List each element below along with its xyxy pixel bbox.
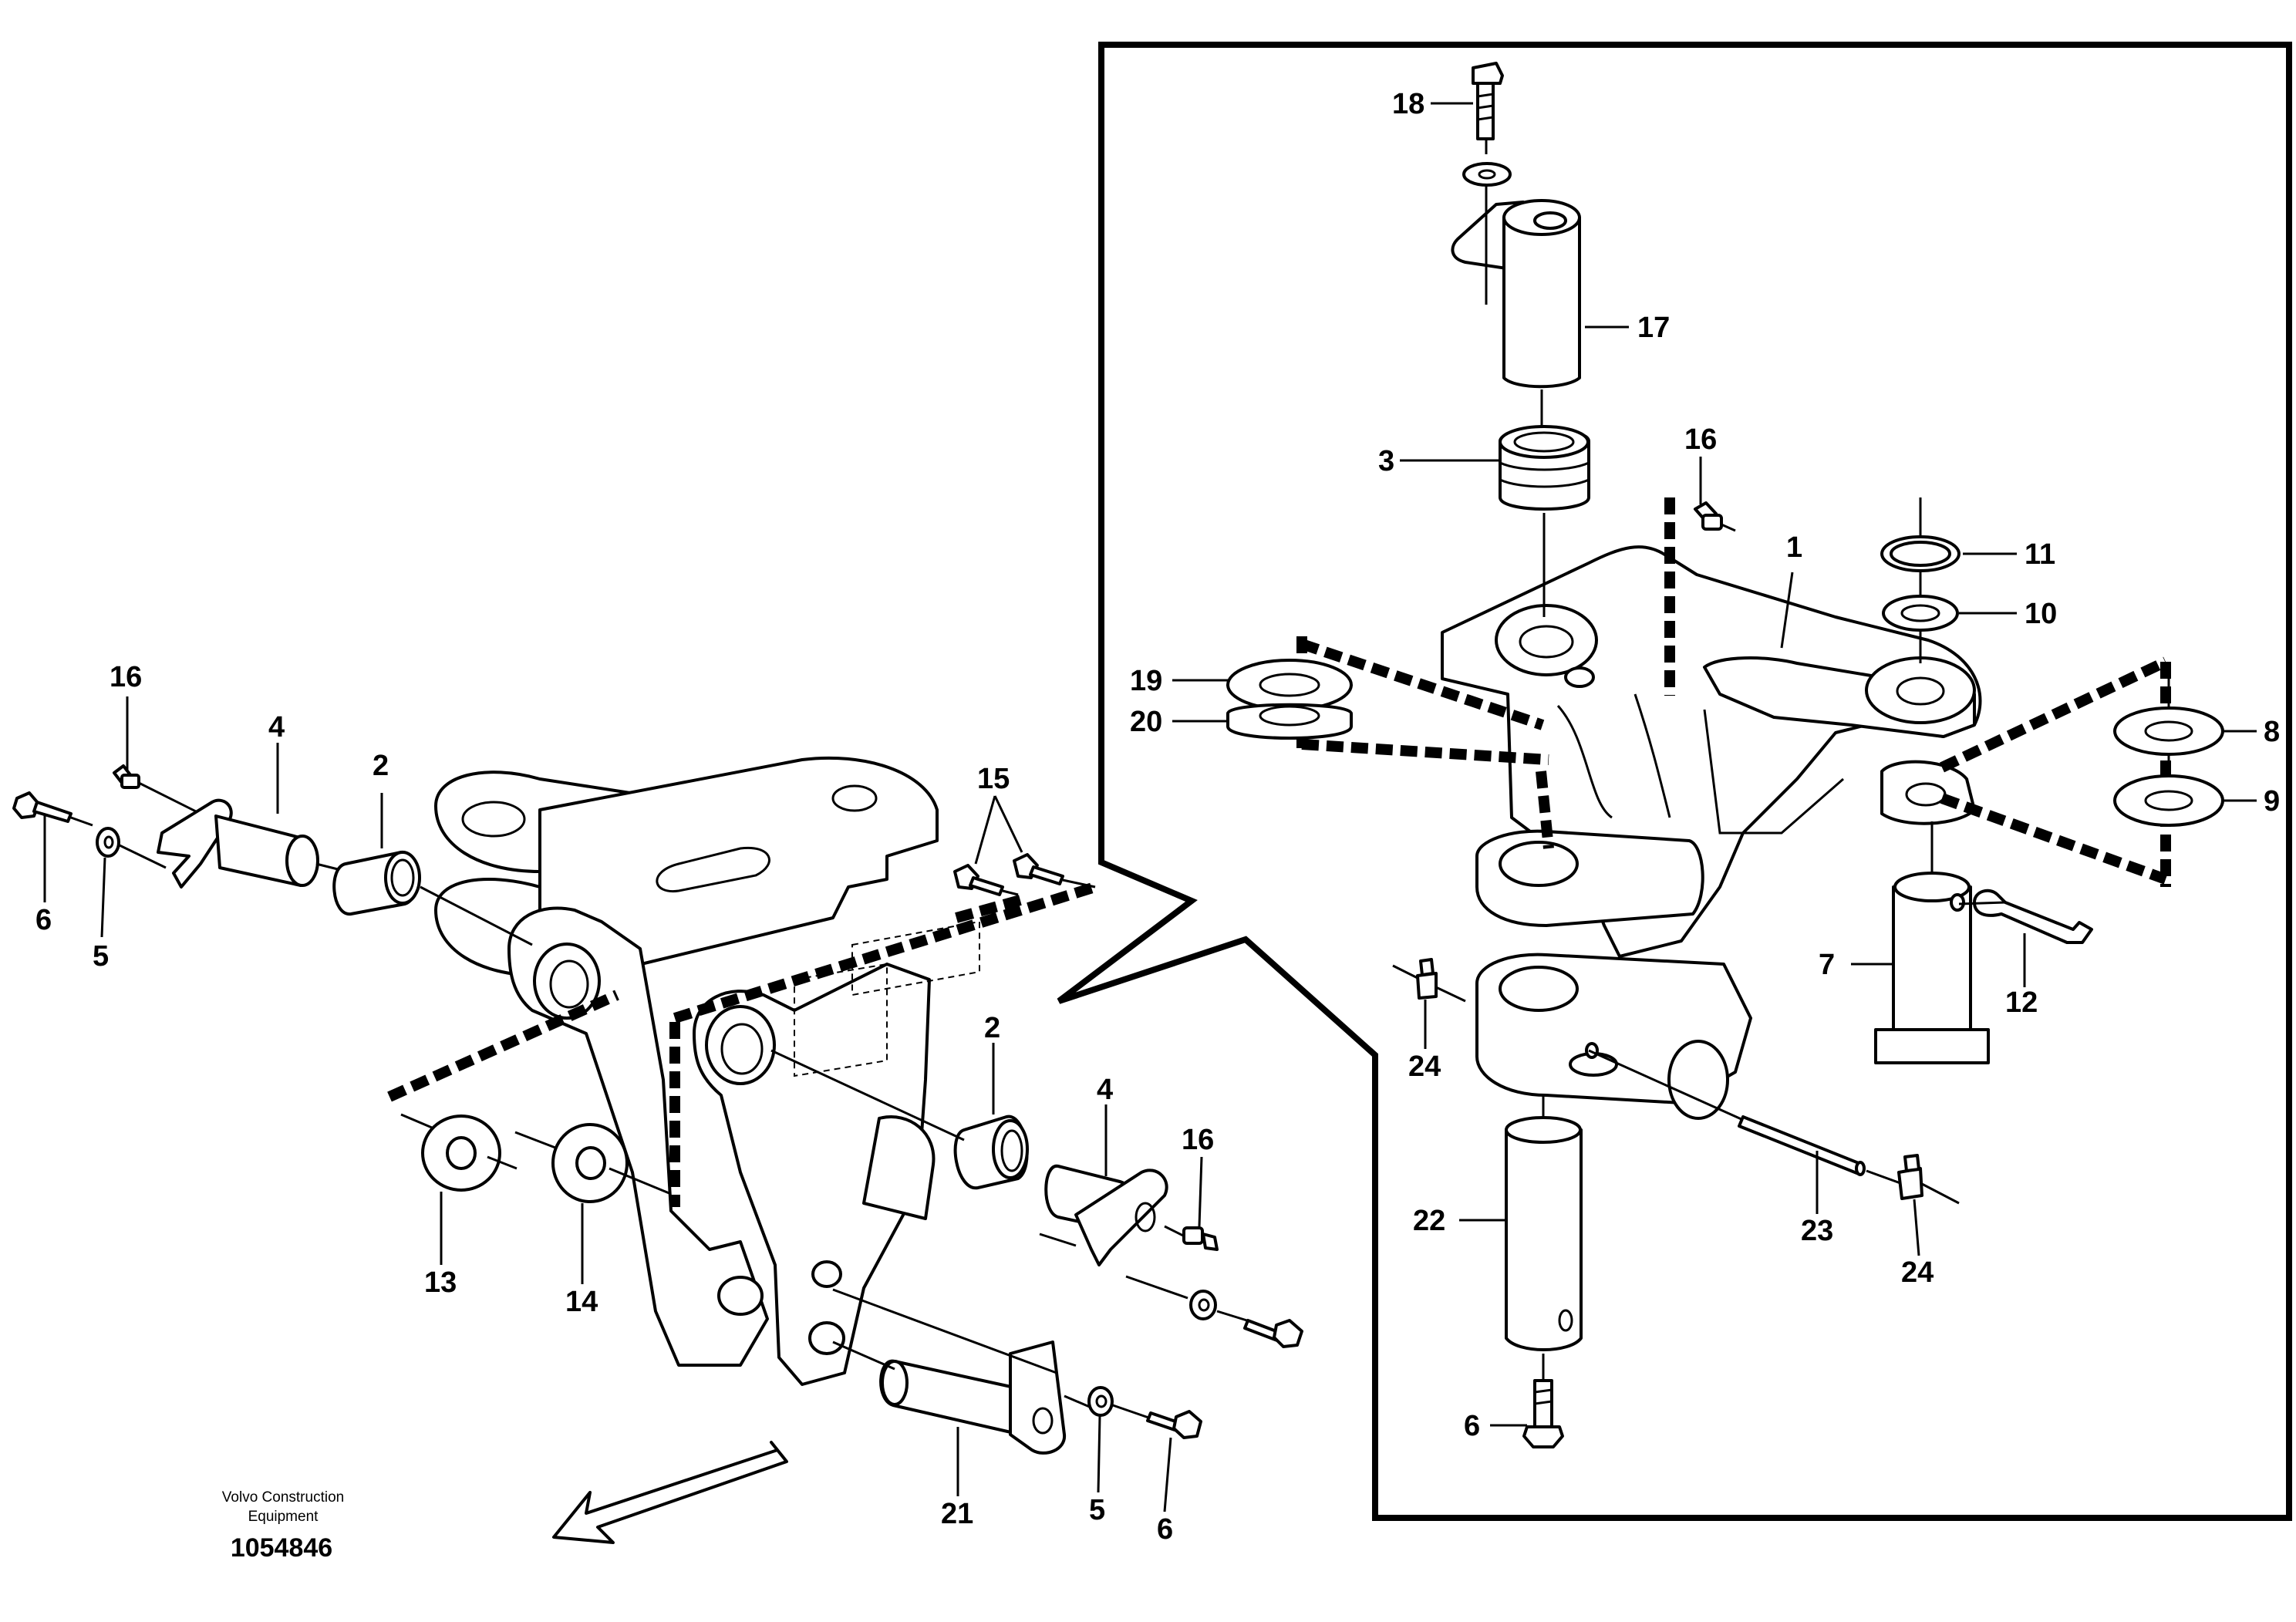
bolt-icon: [1522, 1379, 1564, 1448]
callout-label: 13: [424, 1266, 457, 1299]
callout-label: 2: [373, 750, 389, 782]
spring-clip-icon: [1897, 1154, 1960, 1205]
callout-label: 20: [1130, 706, 1162, 738]
callout-label: 5: [93, 940, 109, 973]
callout-label: 7: [1819, 949, 1835, 981]
boom-mount-bracket: [434, 756, 980, 1386]
callout-label: 2: [984, 1012, 1000, 1044]
callout-label: 17: [1637, 312, 1670, 344]
bolt-icon: [1146, 1410, 1202, 1439]
detail-bracket: [1441, 545, 1982, 1120]
callout-label: 16: [1684, 423, 1717, 456]
brand-name: Volvo Construction: [222, 1489, 344, 1506]
callout-label: 16: [110, 661, 142, 693]
bolt-icon: [12, 791, 93, 827]
washer-icon: [400, 1113, 518, 1192]
callout-label: 12: [2005, 986, 2038, 1019]
callout-label: 16: [1182, 1124, 1214, 1156]
callout-label: 5: [1089, 1494, 1105, 1526]
callout-label: 3: [1378, 445, 1394, 477]
washer-icon: [1087, 1386, 1154, 1421]
callout-label: 10: [2025, 598, 2057, 630]
pin-icon: [1039, 1164, 1188, 1266]
washer-icon: [2113, 663, 2224, 827]
washer-icon: [514, 1123, 672, 1203]
washer-icon: [96, 827, 167, 869]
callout-label: 8: [2264, 716, 2280, 748]
grease-nipple-icon: [1694, 501, 1736, 532]
callout-label: 23: [1801, 1215, 1833, 1247]
callout-label: 4: [1097, 1074, 1113, 1106]
callout-label: 14: [565, 1286, 598, 1318]
pin-icon: [1505, 1095, 1583, 1381]
callout-label: 4: [268, 711, 285, 744]
washer-icon: [1125, 1275, 1250, 1323]
callout-label: 21: [941, 1498, 973, 1530]
callout-label: 11: [2025, 538, 2055, 571]
callout-label: 15: [977, 763, 1010, 795]
pin-icon: [832, 1288, 1092, 1455]
detail-view-frame: [1057, 42, 2292, 1521]
bushing-icon: [770, 1049, 1029, 1190]
callout-label: 19: [1130, 665, 1162, 697]
front-direction-arrow-icon: [552, 1441, 788, 1544]
spring-clip-icon: [1392, 958, 1466, 1003]
pin-icon: [1874, 821, 1990, 1064]
callout-label: 22: [1413, 1205, 1445, 1237]
washer-icon: [1462, 162, 1512, 187]
callout-label: 9: [2264, 785, 2280, 818]
callout-label: 18: [1392, 88, 1424, 120]
detail-leader-lines: [1172, 102, 2257, 1427]
callout-label: 24: [1408, 1050, 1441, 1083]
bolt-icon: [953, 853, 1096, 896]
callout-label: 6: [35, 904, 52, 936]
brand-block: Volvo Construction Equipment 1054846: [222, 1489, 344, 1563]
bushing-icon: [1499, 425, 1590, 617]
bolt-icon: [1243, 1319, 1303, 1348]
left-leader-lines: [43, 696, 1203, 1512]
washer-icon: [1226, 659, 1353, 740]
bolt-icon: [1472, 62, 1504, 154]
grease-nipple-icon: [1182, 1226, 1219, 1251]
callout-label: 6: [1464, 1410, 1480, 1442]
document-number: 1054846: [231, 1533, 332, 1563]
hidden-lines: [387, 882, 1097, 1207]
bushing-icon: [332, 851, 533, 946]
detail-callouts: 18 17 3 16 1 11 10 19 20 8 9 7 12 24 22 …: [1130, 88, 2280, 1442]
pin-icon: [157, 798, 348, 889]
pin-icon: [1451, 185, 1581, 432]
pin-icon: [1588, 1049, 1910, 1188]
callout-label: 1: [1786, 531, 1802, 564]
washer-icon: [1880, 497, 1961, 663]
callout-label: 6: [1157, 1513, 1173, 1546]
brand-subtitle: Equipment: [248, 1509, 319, 1525]
lock-plate-icon: [1958, 889, 2093, 944]
left-callouts: 16 4 2 15 6 5 2 4 16 13 14 21 5 6: [35, 661, 1214, 1546]
callout-label: 24: [1901, 1256, 1934, 1289]
